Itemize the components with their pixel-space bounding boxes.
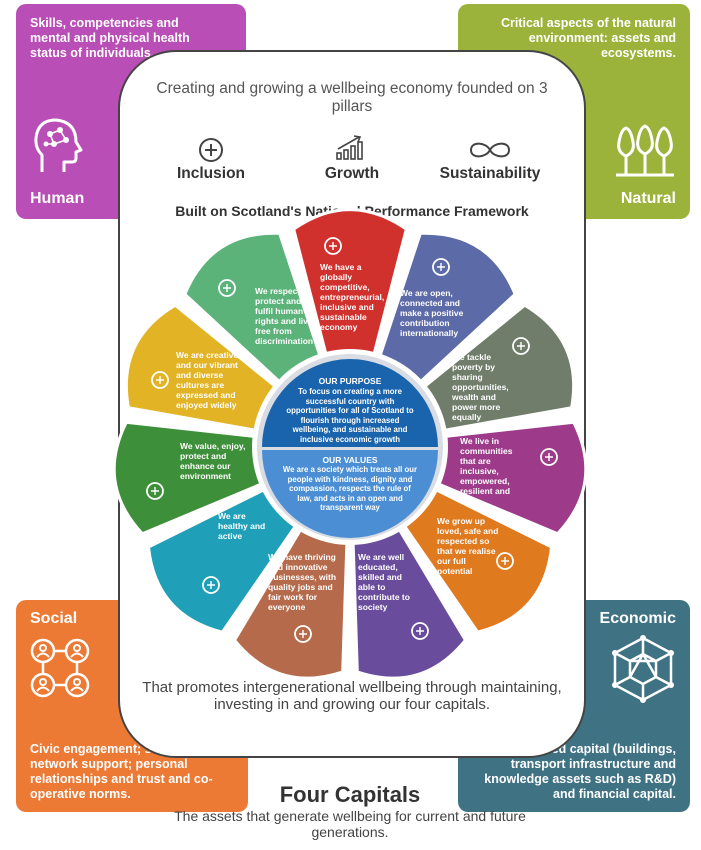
lightbulb-icon-glyph xyxy=(156,376,164,384)
reading-icon-glyph xyxy=(416,627,424,635)
pillar-growth: Growth xyxy=(324,165,380,182)
outcome-petal xyxy=(350,505,467,680)
outcome-petal xyxy=(124,303,298,437)
outcome-text: We are healthy and active xyxy=(218,511,266,541)
equals-icon xyxy=(218,279,236,297)
briefcase-icon-glyph xyxy=(299,630,307,638)
human-description: Skills, competencies and mental and phys… xyxy=(30,16,190,60)
natural-description: Critical aspects of the natural environm… xyxy=(500,16,676,60)
values-half xyxy=(262,450,438,538)
intro-text: Creating and growing a wellbeing economy… xyxy=(156,80,548,115)
outcome-text: We are creative and our vibrant and dive… xyxy=(176,350,239,410)
outcome-petal xyxy=(402,303,576,437)
heart-hands-icon-glyph xyxy=(501,557,509,565)
trees-icon xyxy=(616,124,674,177)
outcome-text: We have a globally competitive, entrepre… xyxy=(320,262,385,332)
outcome-text: We are well educated, skilled and able t… xyxy=(358,552,410,612)
outcome-text: We tackle poverty by sharing opportuniti… xyxy=(452,352,509,422)
outcome-text: We grow up loved, safe and respected so … xyxy=(437,516,499,576)
human-title: Human xyxy=(30,190,85,207)
outcome-petal xyxy=(233,505,350,680)
values-text: We are a society which treats all our pe… xyxy=(282,465,418,512)
four-capitals-title: Four Capitals xyxy=(279,782,421,807)
leaf-icon xyxy=(146,482,164,500)
reading-icon xyxy=(411,622,429,640)
purpose-half xyxy=(262,359,438,447)
social-title: Social xyxy=(30,610,78,627)
scales-icon xyxy=(512,337,530,355)
outcome-petal xyxy=(370,231,517,401)
outcome-petal xyxy=(146,476,312,634)
outcome-text: We value, enjoy, protect and enhance our… xyxy=(180,441,246,481)
connection-icon xyxy=(432,258,450,276)
outcome-text: We have thriving and innovative business… xyxy=(268,552,337,612)
scales-icon-glyph xyxy=(517,342,525,350)
community-icon xyxy=(540,448,558,466)
outcome-petal xyxy=(388,476,554,634)
outcome-petal xyxy=(183,231,330,401)
natural-title: Natural xyxy=(620,190,676,207)
pillar-inclusion: Inclusion xyxy=(176,165,246,182)
connection-icon-glyph xyxy=(437,263,445,271)
economic-title: Economic xyxy=(599,610,676,627)
bar-growth-icon xyxy=(336,135,363,160)
leaf-icon-glyph xyxy=(151,487,159,495)
purpose-title: OUR PURPOSE xyxy=(318,376,382,386)
outcome-text: We are open, connected and make a positi… xyxy=(400,288,464,338)
briefcase-icon xyxy=(294,625,312,643)
four-capitals-subtitle: The assets that generate wellbeing for c… xyxy=(174,808,526,840)
outcome-text: We live in communities that are inclusiv… xyxy=(460,436,513,506)
network-cube-icon xyxy=(612,635,674,703)
heart-hands-icon xyxy=(496,552,514,570)
pillar-sustainability: Sustainability xyxy=(439,165,541,182)
values-title: OUR VALUES xyxy=(322,455,378,465)
outcome-petal xyxy=(112,420,287,536)
outcome-text: We respect, protect and fulfil human rig… xyxy=(255,286,314,346)
promotes-text: That promotes intergenerational wellbein… xyxy=(142,679,562,713)
community-icon-glyph xyxy=(545,453,553,461)
heartbeat-icon-glyph xyxy=(207,581,215,589)
heartbeat-icon xyxy=(202,576,220,594)
outcome-petal xyxy=(413,420,588,536)
outcome-petal xyxy=(292,208,408,381)
globe-icon-glyph xyxy=(329,242,337,250)
globe-icon xyxy=(324,237,342,255)
lightbulb-icon xyxy=(151,371,169,389)
equals-icon-glyph xyxy=(223,284,231,292)
infinity-icon xyxy=(469,142,511,158)
brain-head-icon xyxy=(34,118,83,172)
social-description: Civic engagement; social network support… xyxy=(30,742,213,801)
plus-circle-icon xyxy=(199,138,223,162)
purpose-text: To focus on creating a more successful c… xyxy=(286,387,414,444)
people-network-icon xyxy=(30,638,90,698)
